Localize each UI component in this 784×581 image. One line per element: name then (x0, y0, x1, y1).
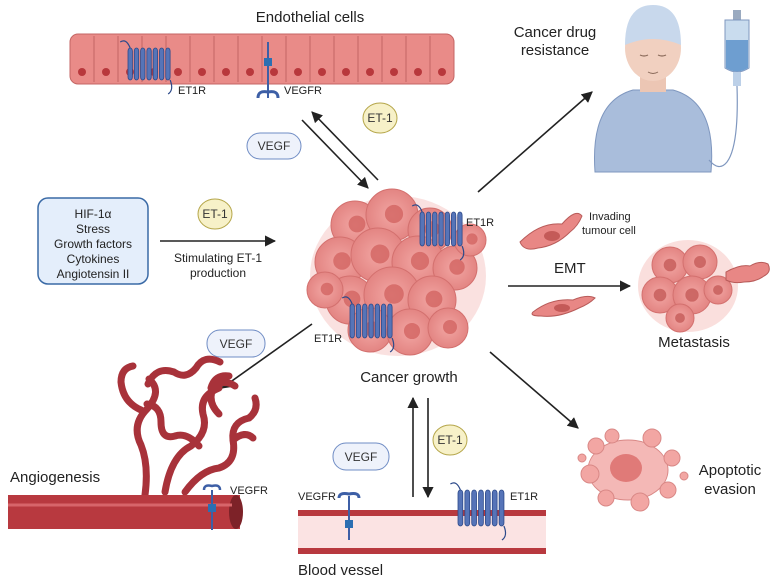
et1-pill-bottom: ET-1 (432, 424, 468, 456)
apoptotic-label-2: evasion (704, 481, 756, 498)
cancer-drug-resistance-label-1: Cancer drug (514, 24, 597, 41)
cancer-drug-resistance-label-2: resistance (521, 42, 589, 59)
svg-text:ET-1: ET-1 (437, 433, 463, 447)
patient-icon (593, 5, 713, 173)
apoptotic-cell (577, 428, 689, 512)
vegf-pill-bottom: VEGF (332, 442, 390, 471)
metastasis-label: Metastasis (658, 334, 730, 351)
cancer-growth-label: Cancer growth (360, 369, 458, 386)
invading-tumour-cell-icon (531, 295, 596, 317)
blood-vessel-label: Blood vessel (298, 562, 383, 579)
et1r-cancer-bottom-label: ET1R (314, 333, 342, 345)
et1r-receptor-icon (411, 204, 465, 261)
svg-text:VEGF: VEGF (220, 337, 253, 351)
vegfr-top-label: VEGFR (284, 85, 322, 97)
arrow-to-drug-resistance (477, 91, 593, 193)
vegfr-receptor-icon (202, 484, 222, 530)
vegf-pill-top: VEGF (246, 132, 302, 160)
stimulating-label-2: production (190, 266, 246, 280)
et1-pill-left: ET-1 (197, 198, 233, 230)
arrow-to-apoptotic-evasion (489, 351, 579, 429)
angiogenesis-vessels (8, 355, 260, 529)
metastasis-cluster (638, 240, 770, 333)
iv-drip-icon (708, 10, 750, 168)
invading-label-1: Invading (589, 211, 631, 223)
endothelial-cells-label: Endothelial cells (256, 9, 364, 26)
emt-label: EMT (554, 260, 586, 277)
vegfr-angio-label: VEGFR (230, 485, 268, 497)
arrow-to-angiogenesis (221, 323, 313, 389)
et1r-cancer-top-label: ET1R (466, 217, 494, 229)
et1r-top-label: ET1R (178, 85, 206, 97)
arrow-from-endothelium (301, 119, 369, 189)
stimulus-item: Growth factors (54, 237, 132, 251)
svg-text:ET-1: ET-1 (367, 111, 393, 125)
endothelial-cells (69, 33, 455, 85)
invading-tumour-cell-icon (519, 212, 583, 250)
stimulus-item: Angiotensin II (57, 267, 130, 281)
vegfr-receptor-icon (256, 42, 280, 99)
stimulus-item: Stress (76, 222, 110, 236)
et1r-receptor-icon (119, 40, 173, 95)
svg-text:ET-1: ET-1 (202, 207, 228, 221)
stimulus-item: HIF-1α (75, 207, 112, 221)
svg-text:VEGF: VEGF (345, 450, 378, 464)
vegfr-receptor-icon (337, 492, 361, 540)
vegfr-bv-label: VEGFR (298, 491, 336, 503)
invading-label-2: tumour cell (582, 225, 636, 237)
et1r-receptor-icon (341, 296, 395, 353)
et1r-bv-label: ET1R (510, 491, 538, 503)
apoptotic-label-1: Apoptotic (699, 462, 762, 479)
vegf-pill-left: VEGF (206, 329, 266, 358)
stimulus-item: Cytokines (67, 252, 120, 266)
angiogenesis-label: Angiogenesis (10, 469, 100, 486)
stimulating-label-1: Stimulating ET-1 (174, 251, 262, 265)
svg-text:VEGF: VEGF (258, 139, 291, 153)
blood-vessel (298, 510, 546, 554)
et1-pill-top: ET-1 (362, 102, 398, 134)
arrow-to-endothelium (311, 111, 379, 181)
et1r-receptor-icon (450, 482, 507, 541)
